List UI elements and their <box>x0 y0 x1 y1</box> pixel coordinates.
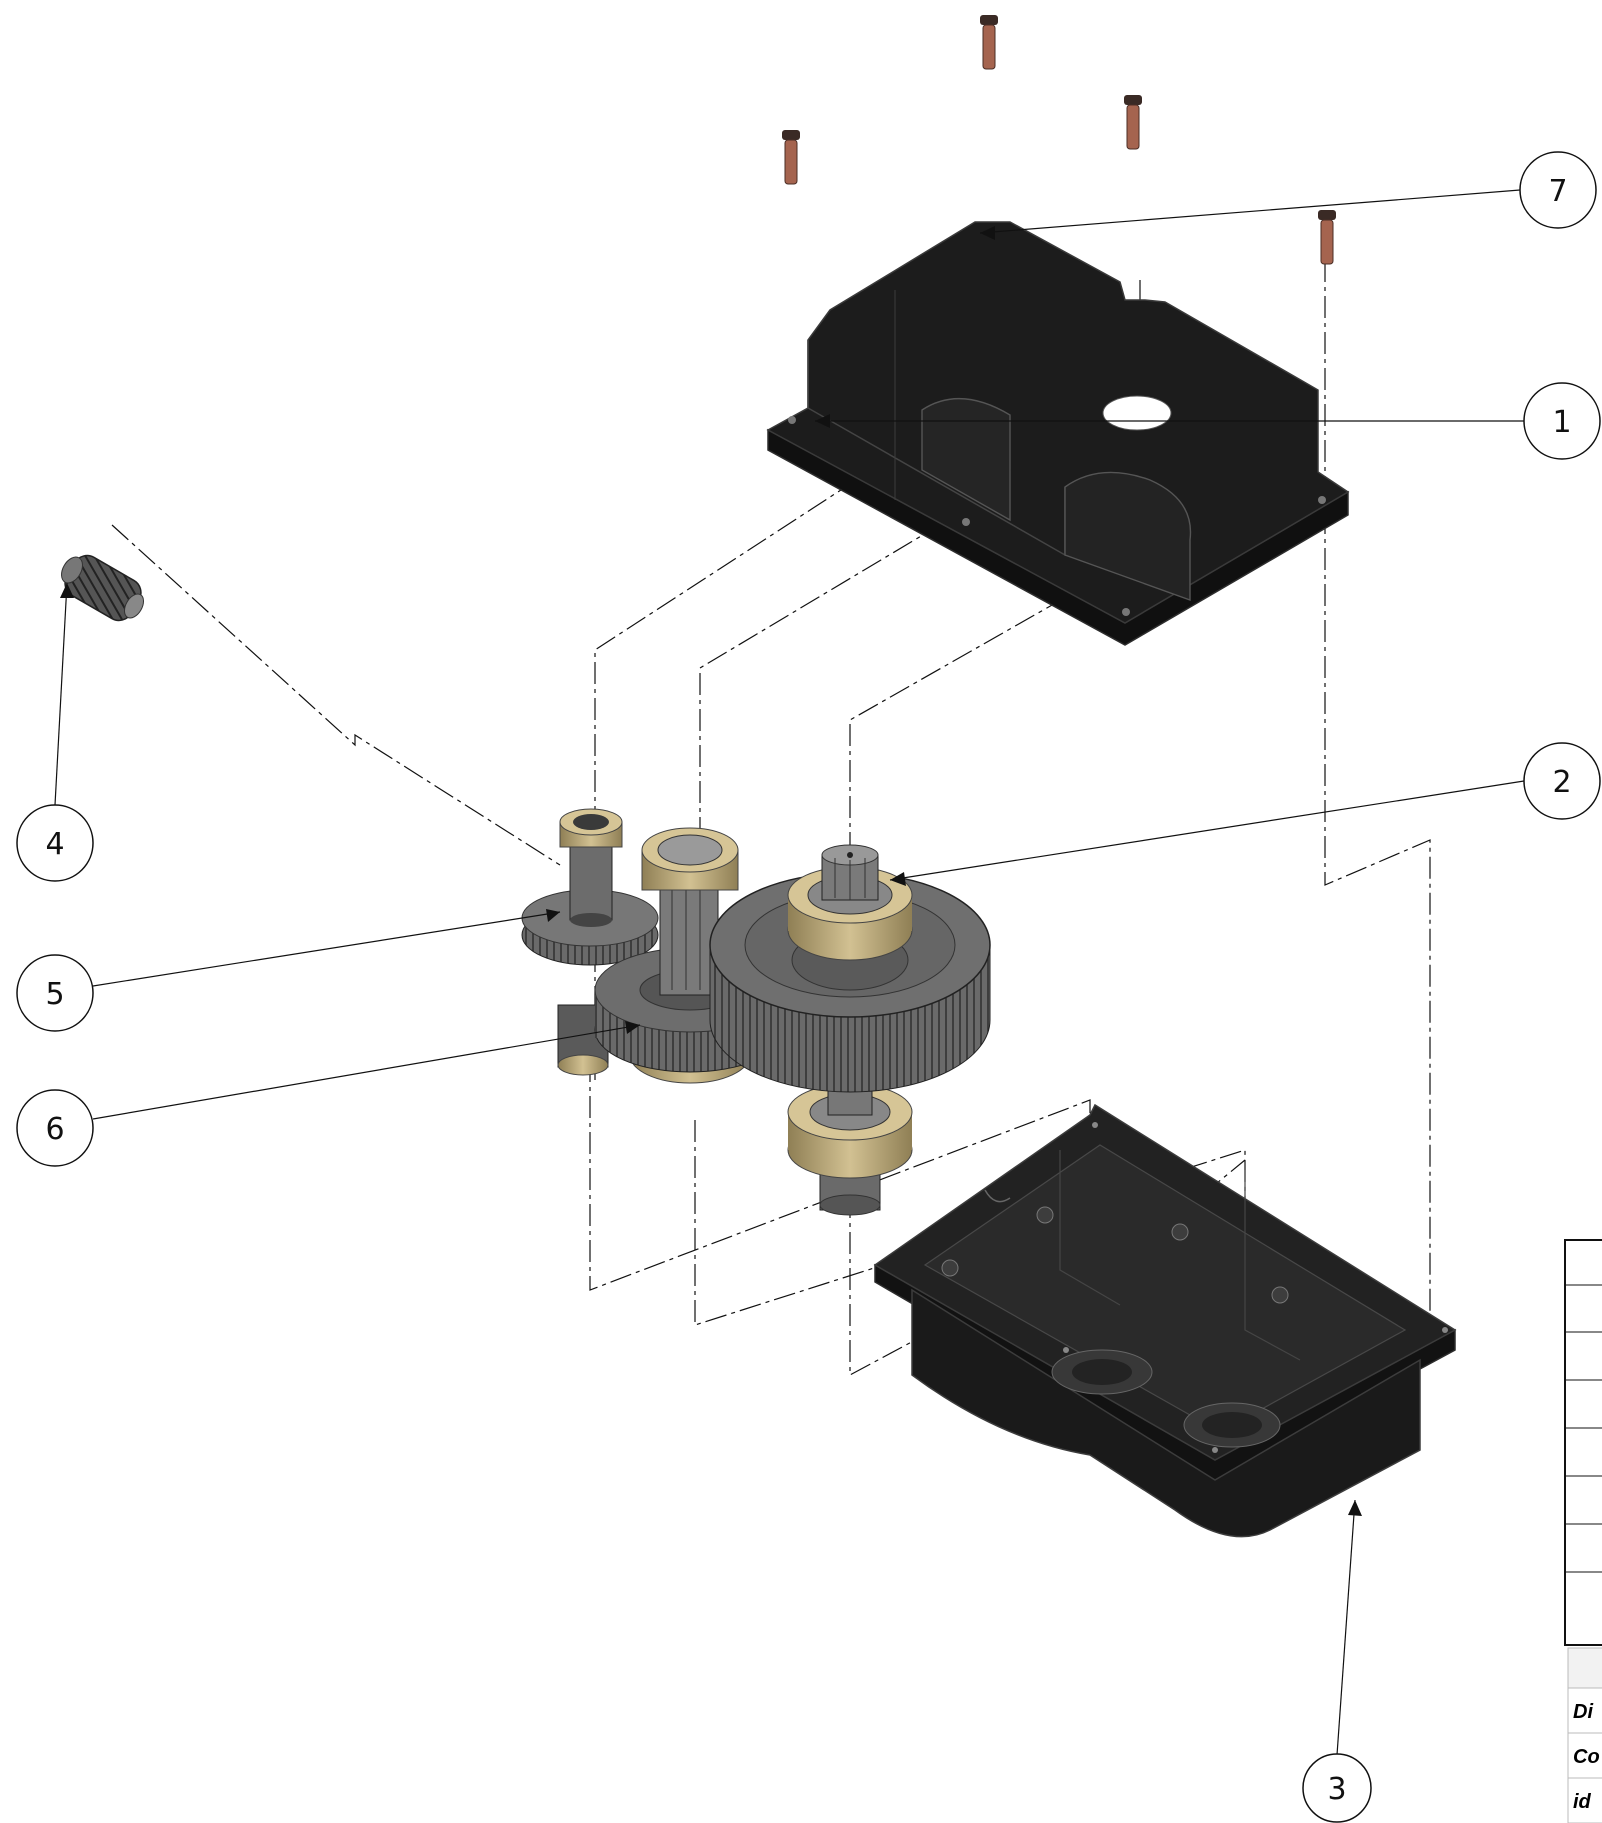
title-block-row-3: id <box>1573 1791 1592 1813</box>
balloon-3-label: 3 <box>1327 1772 1346 1807</box>
balloon-6-label: 6 <box>45 1112 64 1147</box>
leader-line-3 <box>1336 1499 1356 1756</box>
explode-line-screw <box>1324 260 1431 1325</box>
balloon-6: 6 <box>16 1089 94 1167</box>
cap-screw <box>980 15 998 70</box>
worm-screw <box>61 554 144 622</box>
top-cover <box>766 221 1350 646</box>
balloon-5-label: 5 <box>45 977 64 1012</box>
balloon-1: 1 <box>1523 382 1601 460</box>
balloon-3: 3 <box>1302 1753 1372 1823</box>
balloon-7-label: 7 <box>1548 174 1567 209</box>
intermediate-gear-shaft <box>521 808 659 1076</box>
leader-line-6 <box>92 1024 641 1120</box>
cover-shaft-hole <box>1102 395 1172 431</box>
balloon-4-label: 4 <box>45 827 64 862</box>
leader-line-2 <box>889 780 1525 881</box>
cap-screw <box>1318 210 1336 265</box>
balloon-2-label: 2 <box>1552 765 1571 800</box>
balloon-4: 4 <box>16 804 94 882</box>
explode-line-worm <box>111 524 561 866</box>
leader-line-4 <box>54 582 68 806</box>
balloon-5: 5 <box>16 954 94 1032</box>
title-block-row-2: Co <box>1573 1746 1600 1768</box>
bottom-housing <box>873 1103 1457 1538</box>
cap-screw <box>1124 95 1142 150</box>
leader-arrowheads <box>60 226 1362 1516</box>
title-block-row-1: Di <box>1573 1701 1593 1723</box>
leader-lines <box>54 189 1525 1756</box>
explode-line-lower-b <box>694 1120 1246 1380</box>
balloon-7: 7 <box>1519 151 1597 229</box>
leader-line-7 <box>979 189 1521 234</box>
cap-screw <box>782 130 800 185</box>
title-block: Di Co id <box>1567 1647 1602 1823</box>
balloons: 7 1 2 4 5 6 3 <box>16 151 1601 1823</box>
output-gear-shaft <box>709 844 991 1216</box>
leader-line-5 <box>92 911 561 987</box>
balloon-1-label: 1 <box>1552 405 1571 440</box>
bom-table <box>1564 1239 1602 1646</box>
balloon-2: 2 <box>1523 742 1601 820</box>
